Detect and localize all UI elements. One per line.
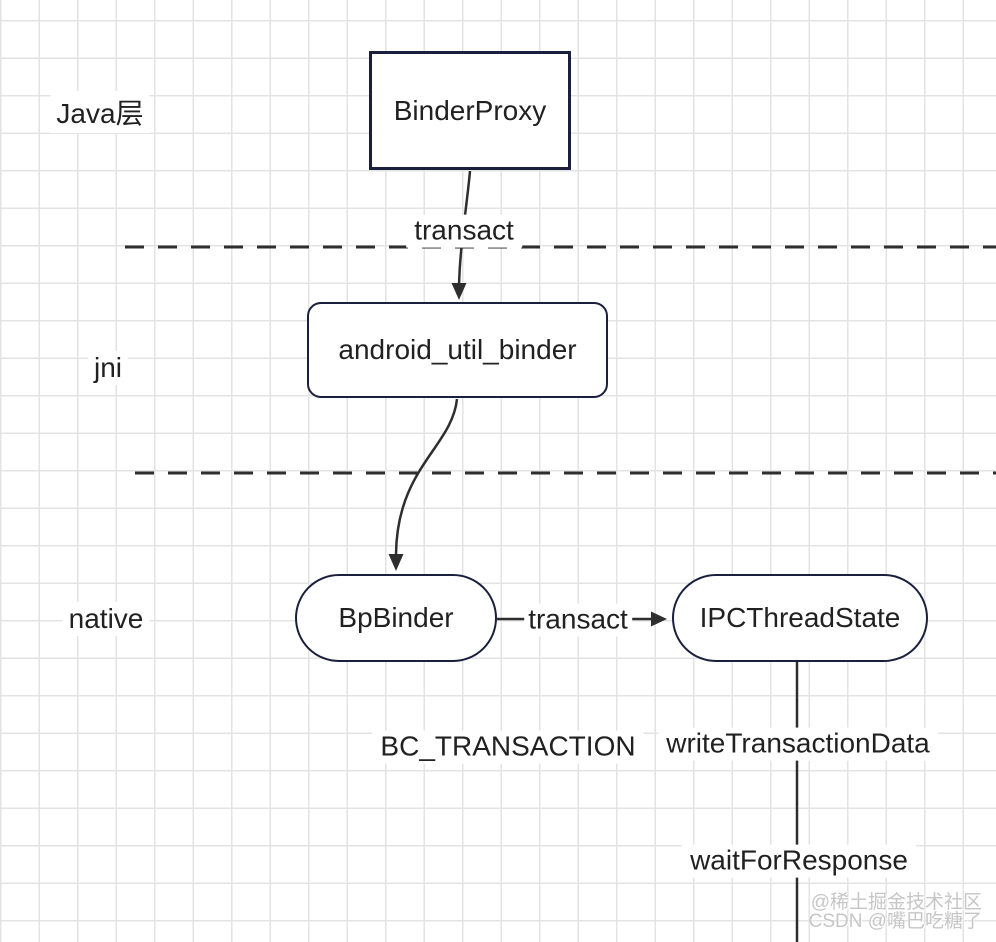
edge-label-write-transaction-data: writeTransactionData bbox=[658, 727, 938, 761]
node-binderproxy-label: BinderProxy bbox=[393, 94, 547, 126]
layer-label-native: native bbox=[62, 602, 150, 636]
watermark-line1: @稀土掘金技术社区 bbox=[810, 892, 982, 913]
edge-label-bc-transaction: BC_TRANSACTION bbox=[372, 730, 644, 764]
edge-androidutilbinder-to-bpbinder bbox=[394, 398, 459, 555]
edge-label-transact-top: transact bbox=[406, 214, 522, 248]
edge-label-transact-native: transact bbox=[524, 603, 632, 637]
node-ipcthreadstate-label: IPCThreadState bbox=[699, 602, 901, 633]
edge-label-wait-for-response: waitForResponse bbox=[682, 844, 916, 878]
layer-label-jni: jni bbox=[87, 351, 129, 385]
watermark: @稀土掘金技术社区 CSDN @嘴巴吃糖了 bbox=[809, 893, 982, 931]
node-bpbinder: BpBinder bbox=[295, 574, 497, 662]
arrowhead-bpbinder bbox=[388, 554, 404, 571]
arrowhead-ipcthreadstate bbox=[651, 611, 667, 627]
node-android-util-binder: android_util_binder bbox=[307, 302, 608, 398]
node-bpbinder-label: BpBinder bbox=[338, 602, 454, 633]
node-ipcthreadstate: IPCThreadState bbox=[672, 574, 928, 662]
watermark-line2: CSDN @嘴巴吃糖了 bbox=[808, 911, 982, 932]
layer-label-java: Java层 bbox=[50, 91, 150, 133]
node-android-util-binder-label: android_util_binder bbox=[338, 334, 577, 365]
node-binderproxy: BinderProxy bbox=[369, 51, 571, 170]
arrowhead-androidutilbinder bbox=[451, 283, 467, 300]
